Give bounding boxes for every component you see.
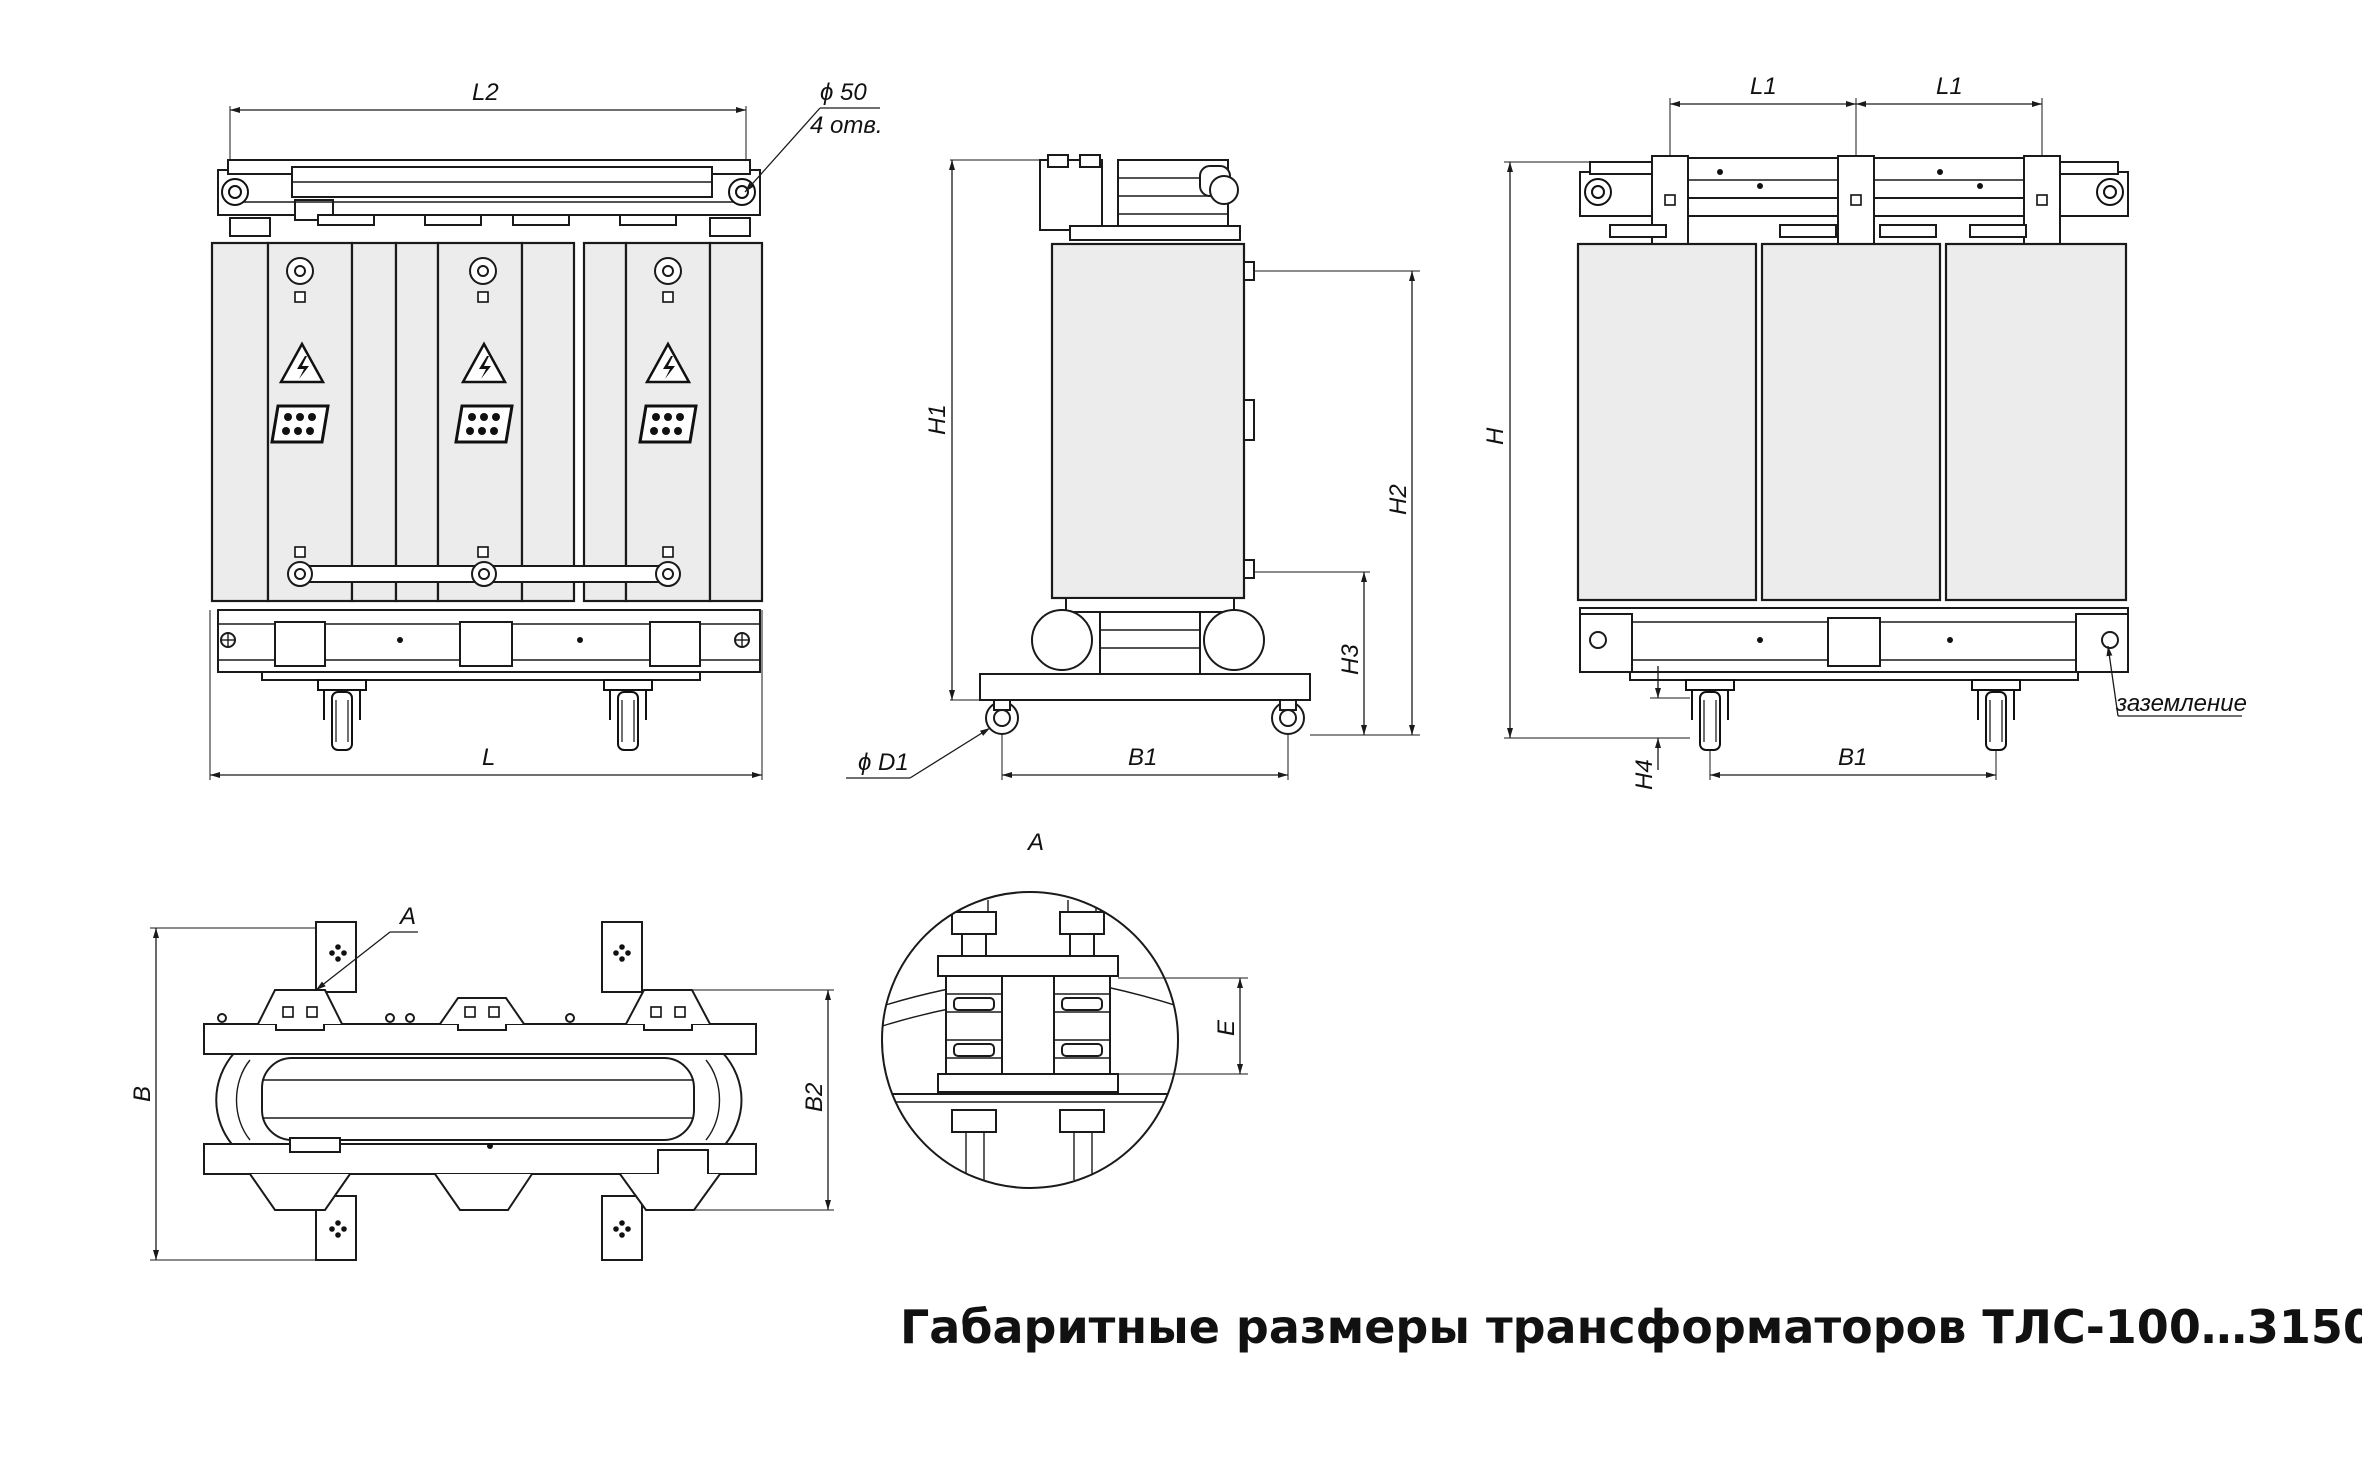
plan-core xyxy=(261,1057,695,1141)
rear-view: L1 L1 H H4 B1 заземление xyxy=(1482,73,2247,790)
detail-circle xyxy=(881,891,1179,1189)
wheel-icon xyxy=(603,679,653,751)
rear-coil-3 xyxy=(1944,242,2128,602)
dim-h3: H3 xyxy=(1337,644,1364,675)
side-view: H1 H2 H3 B1 ϕ D1 xyxy=(846,154,1420,780)
dim-l2: L2 xyxy=(472,79,499,106)
plan-view: B B2 A xyxy=(129,903,834,1261)
dim-b1-rear: B1 xyxy=(1838,744,1867,771)
ground-label: заземление xyxy=(2115,690,2247,717)
drawing-title: Габаритные размеры трансформаторов ТЛС-1… xyxy=(900,1300,2362,1354)
rear-coil-1 xyxy=(1576,242,1758,602)
wheel-diameter-label: ϕ D1 xyxy=(858,749,909,776)
detail-view-a: A E xyxy=(881,829,1248,1189)
dim-l1-left: L1 xyxy=(1750,73,1777,100)
terminal-plate-icon xyxy=(638,404,698,444)
dim-l: L xyxy=(482,744,495,771)
dim-l1-right: L1 xyxy=(1936,73,1963,100)
dim-h2: H2 xyxy=(1385,484,1412,515)
detail-label: A xyxy=(1026,829,1044,856)
dim-h4: H4 xyxy=(1631,759,1658,790)
wheel-icon xyxy=(1685,679,1735,751)
wheel-icon xyxy=(317,679,367,751)
terminal-plate-icon xyxy=(454,404,514,444)
rear-coil-2 xyxy=(1760,242,1942,602)
dim-e: E xyxy=(1213,1019,1240,1036)
dim-b2: B2 xyxy=(801,1083,828,1112)
hole-diameter-label: ϕ 50 xyxy=(820,79,867,106)
side-coil-body xyxy=(1050,242,1246,600)
terminal-plate-icon xyxy=(270,404,330,444)
front-view: L2 L ϕ 50 4 отв. xyxy=(209,79,883,780)
detail-ref: A xyxy=(398,903,416,930)
dim-h1: H1 xyxy=(924,404,951,435)
dim-b: B xyxy=(129,1086,156,1102)
lifting-eye-icon xyxy=(221,178,249,206)
wheel-icon xyxy=(1971,679,2021,751)
lifting-eye-icon xyxy=(2096,178,2124,206)
dim-h: H xyxy=(1482,427,1509,445)
dim-b1-side: B1 xyxy=(1128,744,1157,771)
hole-count-label: 4 отв. xyxy=(810,112,883,139)
lifting-eye-icon xyxy=(1584,178,1612,206)
lifting-eye-icon xyxy=(728,178,756,206)
